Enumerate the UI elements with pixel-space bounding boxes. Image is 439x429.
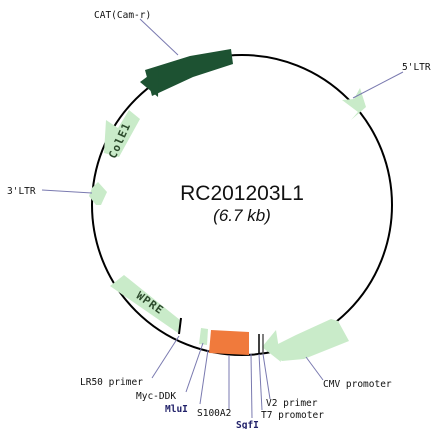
mlui-leader: [199, 349, 209, 405]
cmv-feature-arrow: [265, 319, 349, 361]
ltr5-leader: [352, 71, 404, 99]
cmv-label: CMV promoter: [323, 379, 392, 390]
v2-leader: [262, 353, 271, 400]
mycddk-feature: [199, 328, 208, 345]
t7-leader: [258, 353, 263, 411]
sgfi-leader: [250, 353, 253, 419]
wpre-feature-arrow: [110, 275, 180, 333]
wpre-end-tick: [178, 317, 182, 335]
ltr3-leader: [41, 189, 93, 194]
cat-feature-arrow: [145, 49, 233, 96]
sgfi-label: SgfI: [236, 420, 259, 429]
cole1-feature-arrow: [104, 110, 140, 157]
v2-label: V2 primer: [266, 398, 318, 409]
mlui-label: MluI: [165, 404, 188, 415]
cat-feature-arrowhead: [140, 68, 159, 97]
ltr5-feature-arrow: [342, 88, 366, 120]
ltr3-feature-arrow: [89, 182, 107, 205]
mycddk-leader: [185, 342, 204, 393]
mycddk-label: Myc-DDK: [136, 391, 176, 402]
cmv-leader: [305, 356, 324, 381]
cat-leader: [139, 18, 179, 56]
s100a2-insert: [209, 330, 249, 355]
ltr3-label: 3'LTR: [7, 186, 36, 197]
plasmid-name: RC201203L1: [180, 182, 304, 205]
ltr5-label: 5'LTR: [402, 62, 431, 73]
t7-label: T7 promoter: [261, 410, 324, 421]
plasmid-backbone: [91, 54, 393, 356]
cmv-feature-arrowhead: [262, 330, 281, 362]
cat-label: CAT(Cam-r): [94, 10, 151, 21]
s100a2-label: S100A2: [197, 408, 231, 419]
lr50-label: LR50 primer: [80, 377, 143, 388]
lr50-leader: [151, 335, 180, 379]
plasmid-size: (6.7 kb): [213, 206, 271, 225]
